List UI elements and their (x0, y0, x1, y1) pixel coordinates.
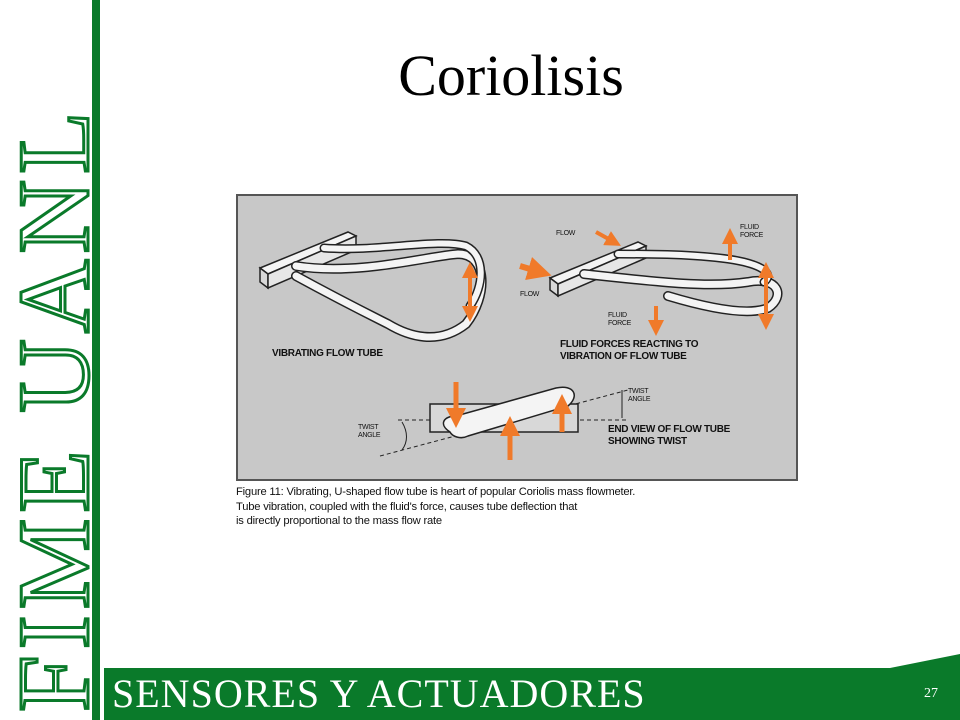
caption-line-2: Tube vibration, coupled with the fluid's… (236, 500, 578, 513)
end-view-drawing (379, 382, 629, 460)
label-fluid-forces-line2: VIBRATION OF FLOW TUBE (560, 351, 687, 362)
slide-title: Coriolisis (398, 43, 624, 108)
coriolis-figure: FLOW FLOW FLUID FORCE FLUID FORCE VIBRAT… (236, 194, 798, 481)
label-fluid-force-bottom: FLUID FORCE (608, 312, 632, 327)
label-twist-angle-right: TWIST ANGLE (628, 388, 651, 403)
label-fluid-forces-line1: FLUID FORCES REACTING TO (560, 339, 699, 350)
caption-line-1: Figure 11: Vibrating, U-shaped flow tube… (236, 486, 636, 498)
side-brand-text: FIME UANL (0, 106, 104, 712)
page-number: 27 (924, 686, 938, 701)
label-flow-top: FLOW (556, 230, 576, 237)
footer-band: SENSORES Y ACTUADORES 27 (104, 654, 960, 720)
figure-caption: Figure 11: Vibrating, U-shaped flow tube… (236, 485, 806, 529)
label-vibrating-flow-tube: VIBRATING FLOW TUBE (272, 348, 383, 359)
fluid-forces-drawing (519, 228, 783, 336)
side-brand-graphic: FIME UANL (0, 0, 104, 720)
label-end-view-line2: SHOWING TWIST (608, 436, 687, 447)
caption-line-3: is directly proportional to the mass flo… (236, 515, 442, 527)
footer-course-title: SENSORES Y ACTUADORES (112, 671, 646, 716)
label-flow-bottom: FLOW (520, 291, 540, 298)
side-brand-strip: FIME UANL (0, 0, 104, 720)
footer-band-corner (890, 654, 960, 668)
coriolis-figure-illustration (258, 228, 783, 460)
vibrating-tube-drawing (258, 231, 487, 342)
label-end-view-line1: END VIEW OF FLOW TUBE (608, 424, 731, 435)
label-fluid-force-top: FLUID FORCE (740, 224, 764, 239)
label-twist-angle-left: TWIST ANGLE (358, 424, 381, 439)
